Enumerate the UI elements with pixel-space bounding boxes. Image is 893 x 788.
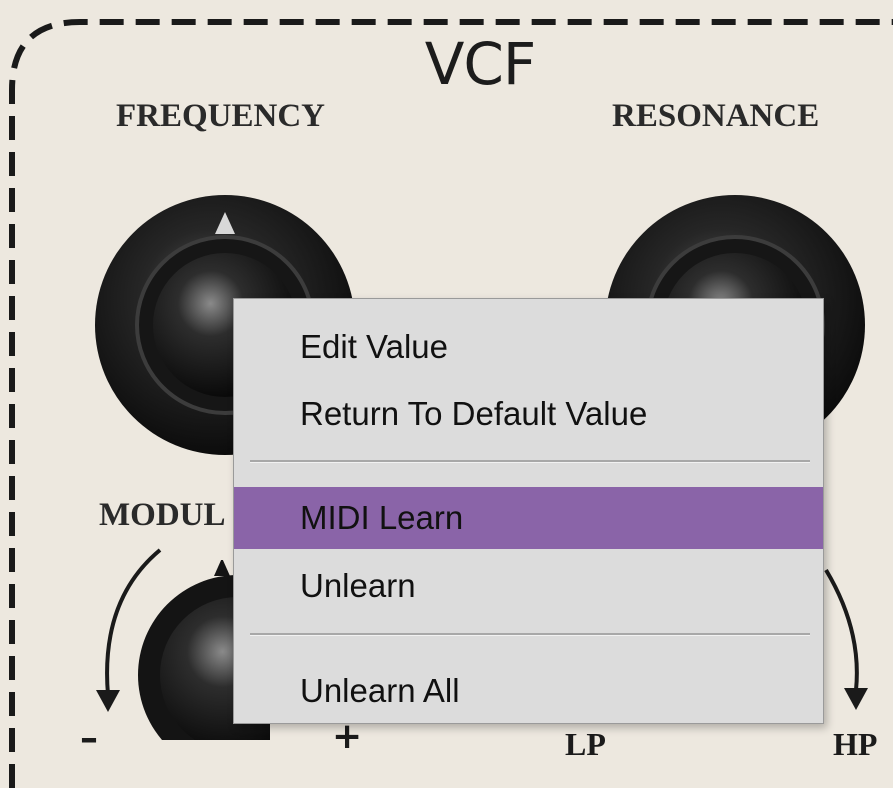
menu-item-return-to-default[interactable]: Return To Default Value: [234, 383, 823, 445]
menu-item-midi-learn[interactable]: MIDI Learn: [234, 487, 823, 549]
menu-separator: [250, 633, 810, 636]
lp-marker: LP: [565, 726, 606, 762]
menu-item-unlearn-all[interactable]: Unlearn All: [234, 660, 823, 722]
menu-item-label: Return To Default Value: [300, 395, 648, 432]
modulation-label: MODUL: [99, 497, 226, 533]
menu-item-label: MIDI Learn: [300, 499, 464, 536]
menu-item-edit-value[interactable]: Edit Value: [234, 316, 823, 378]
menu-separator: [250, 460, 810, 463]
menu-item-unlearn[interactable]: Unlearn: [234, 555, 823, 617]
context-menu: Edit Value Return To Default Value MIDI …: [233, 298, 824, 724]
minus-marker: –: [80, 718, 98, 759]
menu-item-label: Edit Value: [300, 328, 448, 365]
menu-item-label: Unlearn All: [300, 672, 460, 709]
frequency-label: FREQUENCY: [116, 98, 326, 134]
section-title: VCF: [424, 30, 537, 98]
menu-item-label: Unlearn: [300, 567, 416, 604]
hp-marker: HP: [833, 726, 878, 762]
resonance-label: RESONANCE: [612, 98, 820, 134]
